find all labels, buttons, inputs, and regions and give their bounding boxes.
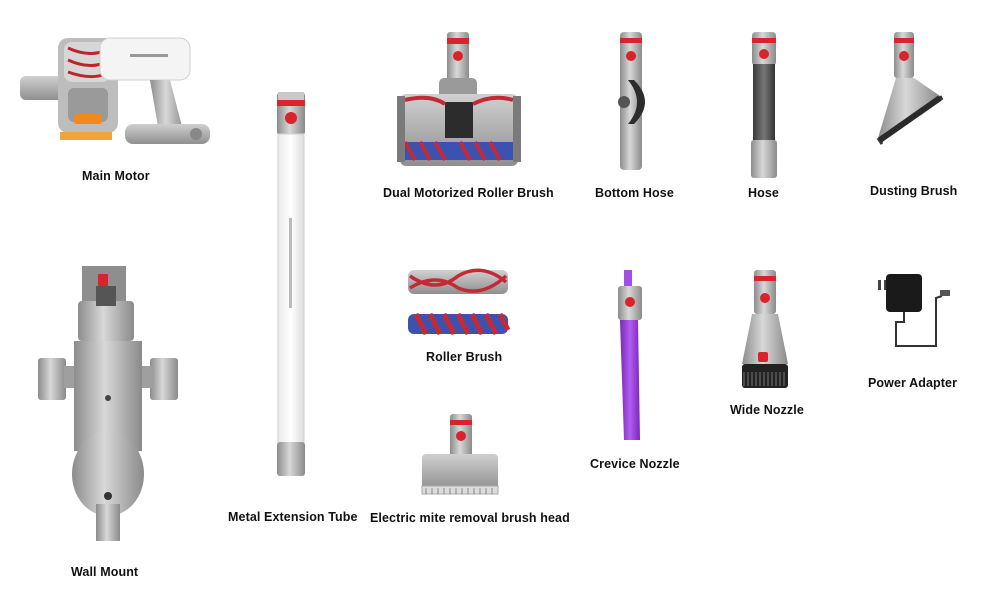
power-adapter-image [878,274,950,347]
dual-motorized-roller-brush: Dual Motorized Roller Brush [375,30,554,205]
bottom-hose: Bottom Hose [594,30,674,205]
power-adapter: Power Adapter [866,268,966,393]
hose-image [751,32,777,178]
crevice-nozzle-label: Crevice Nozzle [590,457,680,471]
wall-mount: Wall Mount [38,266,178,586]
dusting-brush-label: Dusting Brush [870,184,958,198]
metal-extension-tube: Metal Extension Tube [228,88,358,528]
dusting-brush: Dusting Brush [868,30,958,205]
bottom-hose-label: Bottom Hose [595,186,674,200]
wide-nozzle: Wide Nozzle [730,268,810,423]
electric-mite-brush-head: Electric mite removal brush head [370,414,570,529]
dual-roller-image [397,32,521,166]
wide-nozzle-image [742,270,788,388]
hose-label: Hose [748,186,779,200]
crevice-nozzle-image [618,270,642,440]
hose: Hose [740,30,790,205]
mite-brush-label: Electric mite removal brush head [370,511,570,525]
roller-brush: Roller Brush [406,268,516,368]
mite-brush-image [421,414,499,495]
main-motor-image [20,37,210,144]
main-motor-label: Main Motor [82,169,150,183]
wall-mount-image [38,266,178,541]
roller-brush-label: Roller Brush [426,350,503,364]
dusting-brush-image [876,32,944,145]
wide-nozzle-label: Wide Nozzle [730,403,804,417]
roller-brush-image [408,268,511,336]
extension-tube-image [277,92,305,476]
wall-mount-label: Wall Mount [71,565,139,579]
crevice-nozzle: Crevice Nozzle [588,268,680,478]
main-motor: Main Motor [20,28,215,183]
extension-tube-label: Metal Extension Tube [228,510,358,524]
bottom-hose-image [618,32,645,170]
power-adapter-label: Power Adapter [868,376,958,390]
dual-roller-label: Dual Motorized Roller Brush [383,186,554,200]
